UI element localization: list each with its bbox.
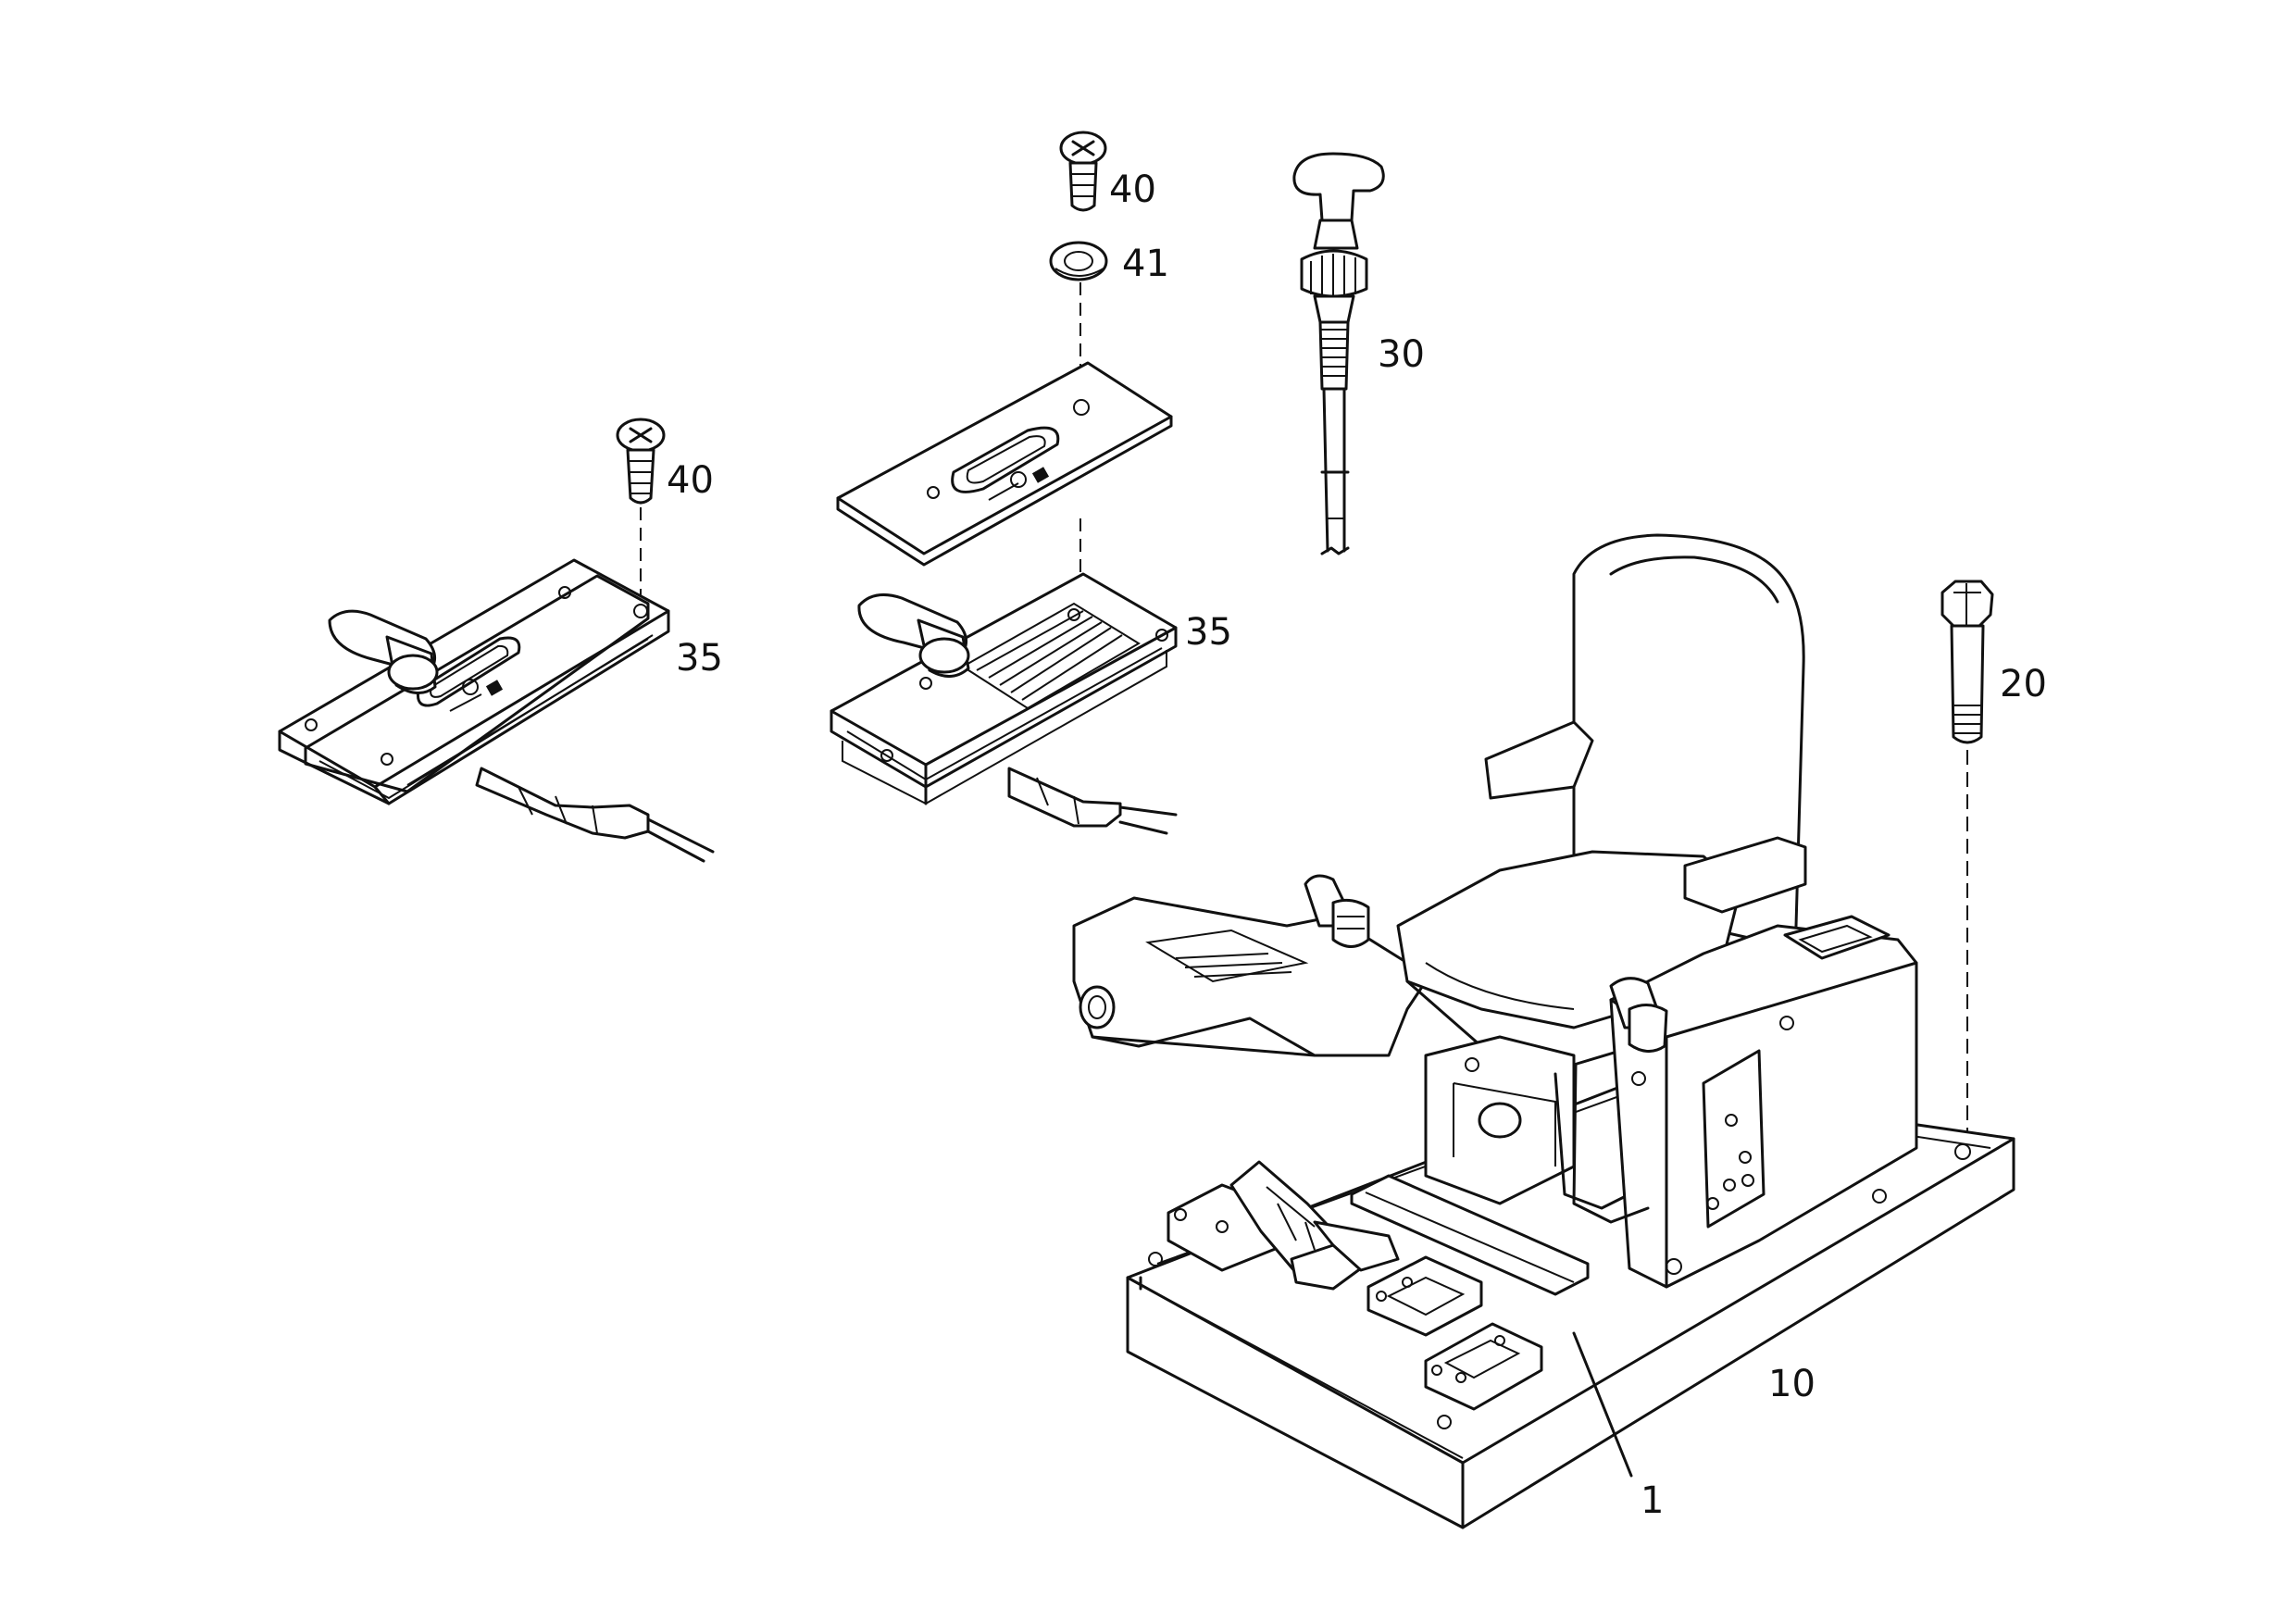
callout-30: 30 <box>1378 333 1425 376</box>
middle-washer <box>1049 241 1108 281</box>
callout-40-left: 40 <box>667 459 714 502</box>
callout-41: 41 <box>1122 243 1169 285</box>
operator-seat-assembly: 1 <box>1072 533 1918 1522</box>
callout-10: 10 <box>1768 1363 1816 1405</box>
left-screw <box>616 418 666 602</box>
bolt: 20 <box>1940 580 2047 1148</box>
push-pull-cable: 30 <box>1292 152 1425 555</box>
leader-line-1 <box>1572 1331 1633 1478</box>
callout-40-top: 40 <box>1109 168 1156 211</box>
callout-20: 20 <box>2000 663 2047 705</box>
middle-screw <box>1059 131 1107 212</box>
callout-35-left: 35 <box>676 637 723 680</box>
callout-1: 1 <box>1641 1479 1664 1522</box>
middle-control-panel: 40 41 35 <box>830 131 1232 835</box>
callout-35-middle: 35 <box>1185 611 1232 654</box>
left-control-panel: 40 35 <box>278 418 723 863</box>
